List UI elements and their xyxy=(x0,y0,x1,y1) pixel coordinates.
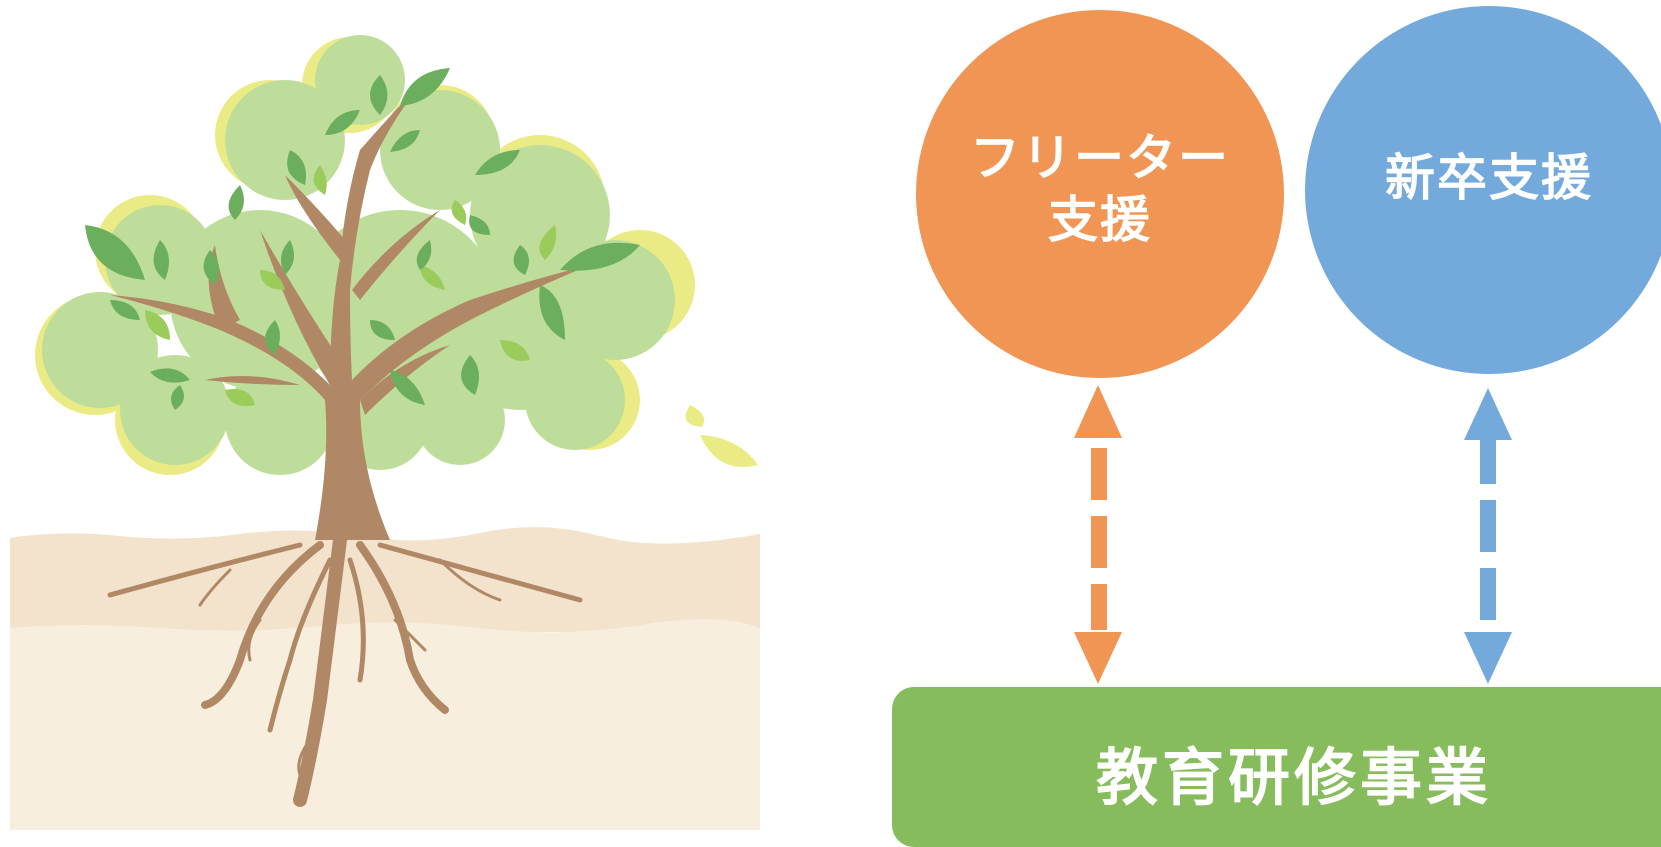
tree-illustration xyxy=(10,35,760,830)
new-graduate-support-circle: 新卒支援 xyxy=(1305,6,1661,374)
tree-roots xyxy=(107,533,583,807)
freeter-arrow-dash xyxy=(1091,448,1107,500)
education-training-business-box: 教育研修事業 xyxy=(892,687,1661,847)
new-graduate-support-label: 新卒支援 xyxy=(1385,148,1593,207)
freeter-support-circle: フリーター 支援 xyxy=(916,10,1284,378)
freeter-support-label: フリーター 支援 xyxy=(970,127,1230,251)
new-graduate-dashed-arrow xyxy=(1464,388,1512,684)
new-graduate-arrow-dash xyxy=(1480,440,1496,484)
new-graduate-arrow-dash xyxy=(1480,500,1496,552)
new-graduate-arrow-head-up xyxy=(1464,388,1512,440)
new-graduate-arrow-head-down xyxy=(1464,632,1512,684)
freeter-support-label-line1: フリーター xyxy=(970,129,1230,187)
freeter-arrow-dash xyxy=(1091,584,1107,630)
freeter-arrow-head-up xyxy=(1074,385,1122,438)
education-training-business-label: 教育研修事業 xyxy=(1096,741,1493,814)
freeter-arrow-dash xyxy=(1091,516,1107,568)
tree-leaves xyxy=(85,68,640,410)
new-graduate-arrow-dash xyxy=(1480,568,1496,620)
foliage xyxy=(42,35,675,475)
freeter-dashed-arrow xyxy=(1074,385,1122,684)
freeter-support-label-line2: 支援 xyxy=(1048,191,1152,249)
freeter-arrow-head-down xyxy=(1074,632,1122,684)
soil-layer-bottom xyxy=(10,619,760,830)
